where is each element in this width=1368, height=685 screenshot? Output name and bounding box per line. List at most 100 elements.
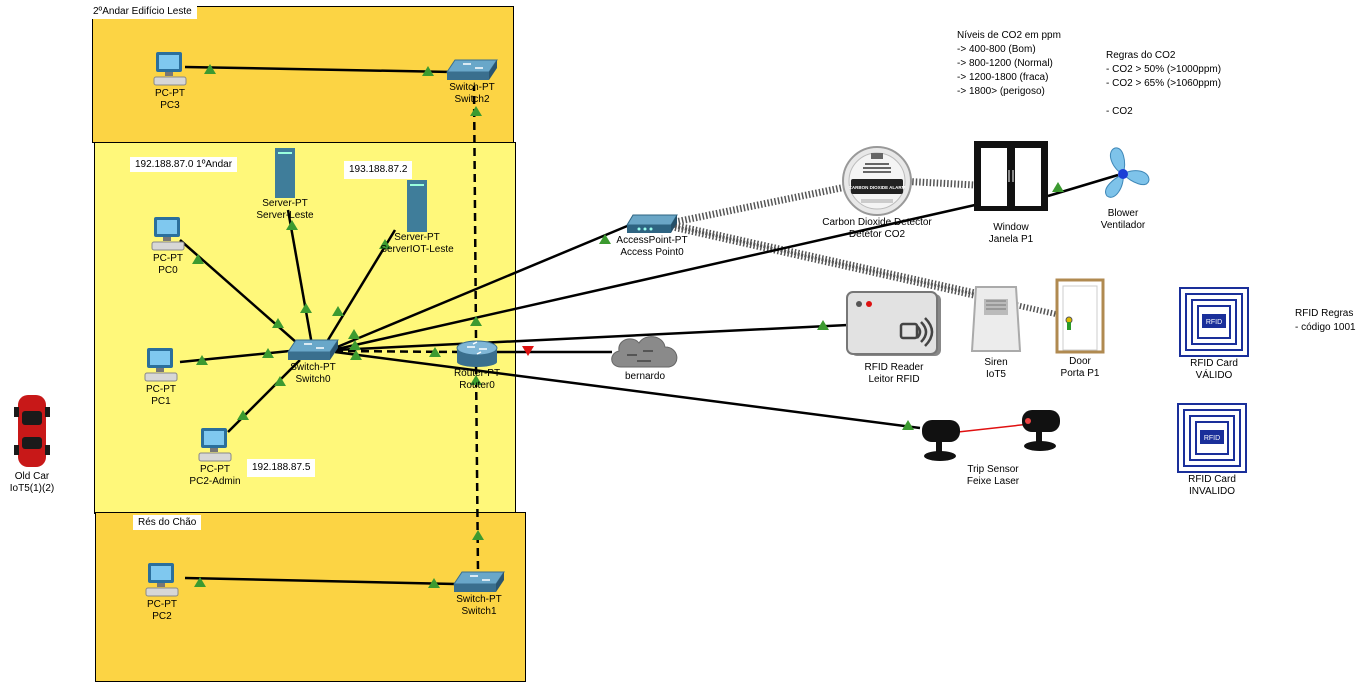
note-co2-levels: Níveis de CO2 em ppm -> 400-800 (Bom) ->… [952, 27, 1072, 101]
device-name-label: Switch0 [295, 374, 331, 385]
co2-levels-line: -> 400-800 (Bom) [957, 44, 1036, 55]
pc-icon [153, 52, 187, 86]
device-name-label: Server-Leste [256, 210, 314, 221]
device-type-label: Siren [984, 357, 1008, 368]
device-trip-sensor[interactable]: Trip Sensor Feixe Laser [918, 406, 1068, 488]
link-switch0-window [332, 203, 976, 352]
device-door[interactable]: Door Porta P1 [1052, 278, 1108, 380]
rfid-rules-line: RFID Regras [1295, 308, 1354, 319]
rfid-chip-text: RFID [1204, 435, 1220, 442]
device-name-label: PC3 [160, 100, 180, 111]
device-name-label: Janela P1 [988, 234, 1034, 245]
pc-icon [145, 563, 179, 597]
device-pc1[interactable]: PC-PT PC1 [131, 346, 191, 408]
co2-rules-line: - CO2 > 65% (>1060ppm) [1106, 78, 1222, 89]
device-server-leste[interactable]: Server-PT Server-Leste [250, 148, 320, 222]
device-type-label: PC-PT [147, 599, 177, 610]
device-type-label: AccessPoint-PT [616, 235, 688, 246]
device-old-car[interactable]: Old Car IoT5(1)(2) [4, 393, 60, 495]
device-pc3[interactable]: PC-PT PC3 [140, 50, 200, 112]
server-icon [407, 180, 427, 232]
device-switch2[interactable]: Switch-PT Switch2 [442, 58, 502, 106]
note-rfid-rules: RFID Regras - código 1001 [1290, 305, 1361, 337]
device-server-iot[interactable]: Server-PT ServerIOT-Leste [372, 180, 462, 256]
zone-ground-floor[interactable] [95, 512, 526, 682]
rfid-reader-icon [846, 291, 941, 356]
wireless-link-ap-door [674, 225, 1061, 318]
access-point-icon [626, 214, 678, 233]
rfid-rules-line: - código 1001 [1295, 322, 1356, 333]
device-name-label: PC2-Admin [189, 476, 241, 487]
link-router-switch2 [472, 85, 478, 339]
switch-icon [446, 59, 498, 80]
device-name-label: Switch1 [461, 606, 497, 617]
laser-receiver [1022, 410, 1060, 451]
device-name-label: Switch2 [454, 94, 490, 105]
device-name-label: PC0 [158, 265, 178, 276]
co2-rules-line: Regras do CO2 [1106, 50, 1176, 61]
link-status-indicators [192, 64, 1064, 588]
zone-label-ground-floor: Rés do Chão [133, 515, 202, 530]
device-pc2[interactable]: PC-PT PC2 [132, 561, 192, 623]
device-window[interactable]: Window Janela P1 [968, 140, 1054, 246]
device-name-label: VÁLIDO [1195, 370, 1233, 381]
device-pc0[interactable]: PC-PT PC0 [138, 215, 198, 277]
device-switch0[interactable]: Switch-PT Switch0 [283, 338, 343, 386]
co2-levels-line: -> 1800> (perigoso) [957, 86, 1045, 97]
trip-sensor-icon [922, 410, 1060, 461]
device-type-label: Window [993, 222, 1029, 233]
laser-emitter [922, 420, 960, 461]
pc-icon [151, 217, 185, 251]
device-access-point[interactable]: AccessPoint-PT Access Point0 [612, 213, 692, 259]
link-pc1-switch0 [179, 349, 291, 364]
cloud-icon [611, 336, 678, 368]
device-name-label: Porta P1 [1060, 368, 1100, 379]
pc-icon [198, 428, 232, 462]
device-type-label: Server-PT [394, 232, 440, 243]
device-type-label: Carbon Dioxide Detector [822, 217, 932, 228]
device-name-label: Ventilador [1100, 220, 1146, 231]
device-blower[interactable]: Blower Ventilador [1090, 142, 1156, 232]
switch-icon [287, 339, 339, 360]
device-type-label: Door [1069, 356, 1091, 367]
note-co2-rules: Regras do CO2 - CO2 > 50% (>1000ppm) - C… [1101, 47, 1233, 121]
device-type-label: RFID Reader [864, 362, 924, 373]
link-pc0-switch0 [179, 239, 306, 351]
note-iot-server-ip: 193.188.87.2 [344, 161, 413, 179]
rfid-chip-text: RFID [1206, 319, 1222, 326]
link-pc2-switch1 [184, 576, 456, 586]
device-type-label: Switch-PT [290, 362, 336, 373]
server-icon [275, 148, 295, 198]
device-name-label: IoT5 [985, 369, 1006, 380]
device-name-label: Detetor CO2 [848, 229, 906, 240]
fan-icon [1105, 147, 1150, 198]
siren-icon [970, 286, 1022, 352]
device-siren[interactable]: Siren IoT5 [966, 285, 1026, 381]
wireless-link-ap-siren [674, 222, 996, 300]
device-rfid-card-invalid[interactable]: RFID RFID Card INVALIDO [1174, 402, 1250, 498]
device-type-label: PC-PT [155, 88, 185, 99]
pc-icon [144, 348, 178, 382]
device-cloud[interactable]: bernardo [605, 331, 685, 383]
device-switch1[interactable]: Switch-PT Switch1 [449, 570, 509, 618]
device-name-label: bernardo [624, 371, 666, 382]
co2-levels-line: -> 1200-1800 (fraca) [957, 72, 1049, 83]
device-type-label: Server-PT [262, 198, 308, 209]
device-name-label: Router0 [459, 380, 495, 391]
zone-second-floor[interactable] [92, 6, 514, 143]
device-name-label: PC1 [151, 396, 171, 407]
link-router-switch1 [474, 365, 480, 573]
router-icon [456, 340, 498, 367]
device-name-label: Leitor RFID [868, 374, 920, 385]
device-pc2-admin[interactable]: PC-PT PC2-Admin [183, 426, 247, 488]
co2-levels-line: Níveis de CO2 em ppm [957, 30, 1061, 41]
device-type-label: Old Car [14, 471, 50, 482]
device-type-label: RFID Card [1188, 474, 1236, 485]
device-router0[interactable]: Router-PT Router0 [447, 338, 507, 392]
device-rfid-card-valid[interactable]: RFID RFID Card VÁLIDO [1176, 286, 1252, 382]
device-name-label: INVALIDO [1189, 486, 1235, 497]
device-co2-detector[interactable]: CARBON DIOXIDE ALARM Carbon Dioxide Dete… [815, 145, 939, 241]
zone-first-floor[interactable] [94, 142, 516, 514]
device-rfid-reader[interactable]: RFID Reader Leitor RFID [843, 290, 945, 386]
laser-beam [957, 423, 1031, 433]
